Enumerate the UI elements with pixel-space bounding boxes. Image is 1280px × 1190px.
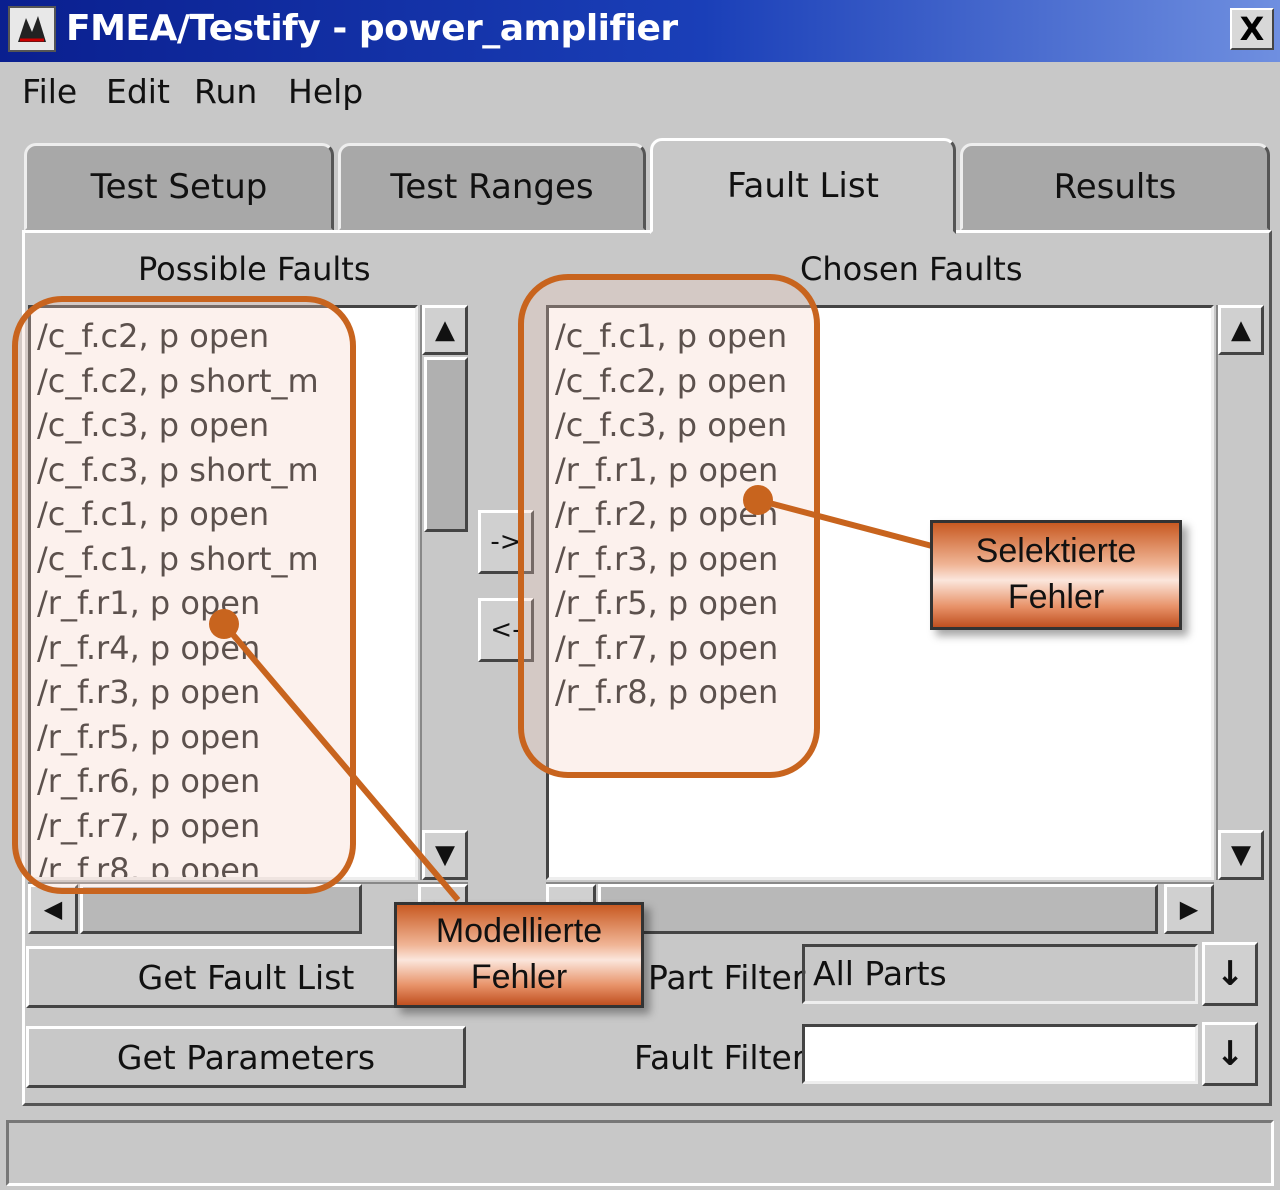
menu-edit[interactable]: Edit xyxy=(106,72,170,111)
status-bar xyxy=(6,1120,1274,1186)
close-button[interactable]: X xyxy=(1230,8,1274,50)
list-item[interactable]: /r_f.r8, p open xyxy=(37,851,261,880)
title-bar: FMEA/Testify - power_amplifier X xyxy=(0,0,1280,62)
modeled-faults-callout: Modellierte Fehler xyxy=(394,902,644,1008)
possible-faults-title: Possible Faults xyxy=(138,250,371,288)
list-item[interactable]: /c_f.c2, p open xyxy=(37,317,270,355)
part-filter-dropdown-arrow-icon[interactable]: ↓ xyxy=(1202,942,1258,1006)
list-item[interactable]: /r_f.r8, p open xyxy=(555,673,779,711)
part-filter-field[interactable]: All Parts xyxy=(802,944,1198,1004)
scroll-right-arrow-icon[interactable]: ▶ xyxy=(1164,884,1214,934)
hscroll-thumb[interactable] xyxy=(598,884,1158,934)
list-item[interactable]: /r_f.r1, p open xyxy=(37,584,261,622)
scroll-thumb[interactable] xyxy=(424,357,468,532)
scroll-left-arrow-icon[interactable]: ◀ xyxy=(28,884,78,934)
fault-filter-label: Fault Filter xyxy=(634,1038,806,1077)
list-item[interactable]: /c_f.c1, p short_m xyxy=(37,539,319,578)
callout-line: Fehler xyxy=(1007,578,1105,616)
tab-test-ranges[interactable]: Test Ranges xyxy=(338,143,646,231)
list-item[interactable]: /r_f.r5, p open xyxy=(37,717,261,756)
scroll-up-arrow-icon[interactable]: ▲ xyxy=(1218,305,1264,355)
add-fault-button[interactable]: -> xyxy=(478,510,534,574)
window-title: FMEA/Testify - power_amplifier xyxy=(66,8,678,49)
scroll-down-arrow-icon[interactable]: ▼ xyxy=(1218,830,1264,880)
list-item[interactable]: /r_f.r3, p open xyxy=(37,673,261,711)
menu-bar: File Edit Run Help xyxy=(0,62,1280,120)
chosen-faults-hscroll[interactable]: ◀ ▶ xyxy=(546,882,1214,934)
possible-faults-list[interactable]: /c_f.c2, p open/c_f.c2, p short_m/c_f.c3… xyxy=(28,305,418,880)
menu-help[interactable]: Help xyxy=(288,72,364,111)
hscroll-thumb[interactable] xyxy=(80,884,362,934)
get-fault-list-button[interactable]: Get Fault List xyxy=(26,946,466,1008)
menu-run[interactable]: Run xyxy=(194,72,258,111)
list-item[interactable]: /r_f.r1, p open xyxy=(555,450,779,489)
list-item[interactable]: /c_f.c3, p open xyxy=(37,406,270,444)
list-item[interactable]: /c_f.c2, p open xyxy=(555,361,788,400)
list-item[interactable]: /r_f.r5, p open xyxy=(555,584,779,622)
list-item[interactable]: /r_f.r2, p open xyxy=(555,495,779,533)
scroll-down-arrow-icon[interactable]: ▼ xyxy=(422,830,468,880)
tab-fault-list[interactable]: Fault List xyxy=(650,138,956,234)
list-item[interactable]: /c_f.c3, p open xyxy=(555,406,788,444)
list-item[interactable]: /r_f.r7, p open xyxy=(37,806,261,845)
remove-fault-button[interactable]: <- xyxy=(478,598,534,662)
possible-faults-vscroll[interactable]: ▲ ▼ xyxy=(420,305,468,880)
list-item[interactable]: /c_f.c1, p open xyxy=(37,495,270,533)
list-item[interactable]: /r_f.r7, p open xyxy=(555,628,779,667)
list-item[interactable]: /c_f.c1, p open xyxy=(555,317,788,355)
chosen-faults-title: Chosen Faults xyxy=(800,250,1023,288)
selected-faults-callout: Selektierte Fehler xyxy=(930,520,1182,630)
callout-line: Selektierte xyxy=(975,532,1137,571)
list-item[interactable]: /r_f.r6, p open xyxy=(37,762,261,800)
app-logo-icon xyxy=(8,6,56,52)
callout-line: Fehler xyxy=(470,958,568,996)
tab-test-setup[interactable]: Test Setup xyxy=(24,143,334,231)
callout-line: Modellierte xyxy=(435,912,603,951)
list-item[interactable]: /r_f.r4, p open xyxy=(37,628,261,667)
fault-filter-dropdown-arrow-icon[interactable]: ↓ xyxy=(1202,1022,1258,1086)
chosen-faults-vscroll[interactable]: ▲ ▼ xyxy=(1216,305,1264,880)
tab-results[interactable]: Results xyxy=(960,143,1270,231)
part-filter-label: Part Filter xyxy=(648,958,806,997)
get-parameters-button[interactable]: Get Parameters xyxy=(26,1026,466,1088)
fault-filter-field[interactable] xyxy=(802,1024,1198,1084)
list-item[interactable]: /c_f.c3, p short_m xyxy=(37,450,319,489)
list-item[interactable]: /r_f.r3, p open xyxy=(555,539,779,578)
list-item[interactable]: /c_f.c2, p short_m xyxy=(37,361,319,400)
scroll-up-arrow-icon[interactable]: ▲ xyxy=(422,305,468,355)
menu-file[interactable]: File xyxy=(22,72,78,111)
